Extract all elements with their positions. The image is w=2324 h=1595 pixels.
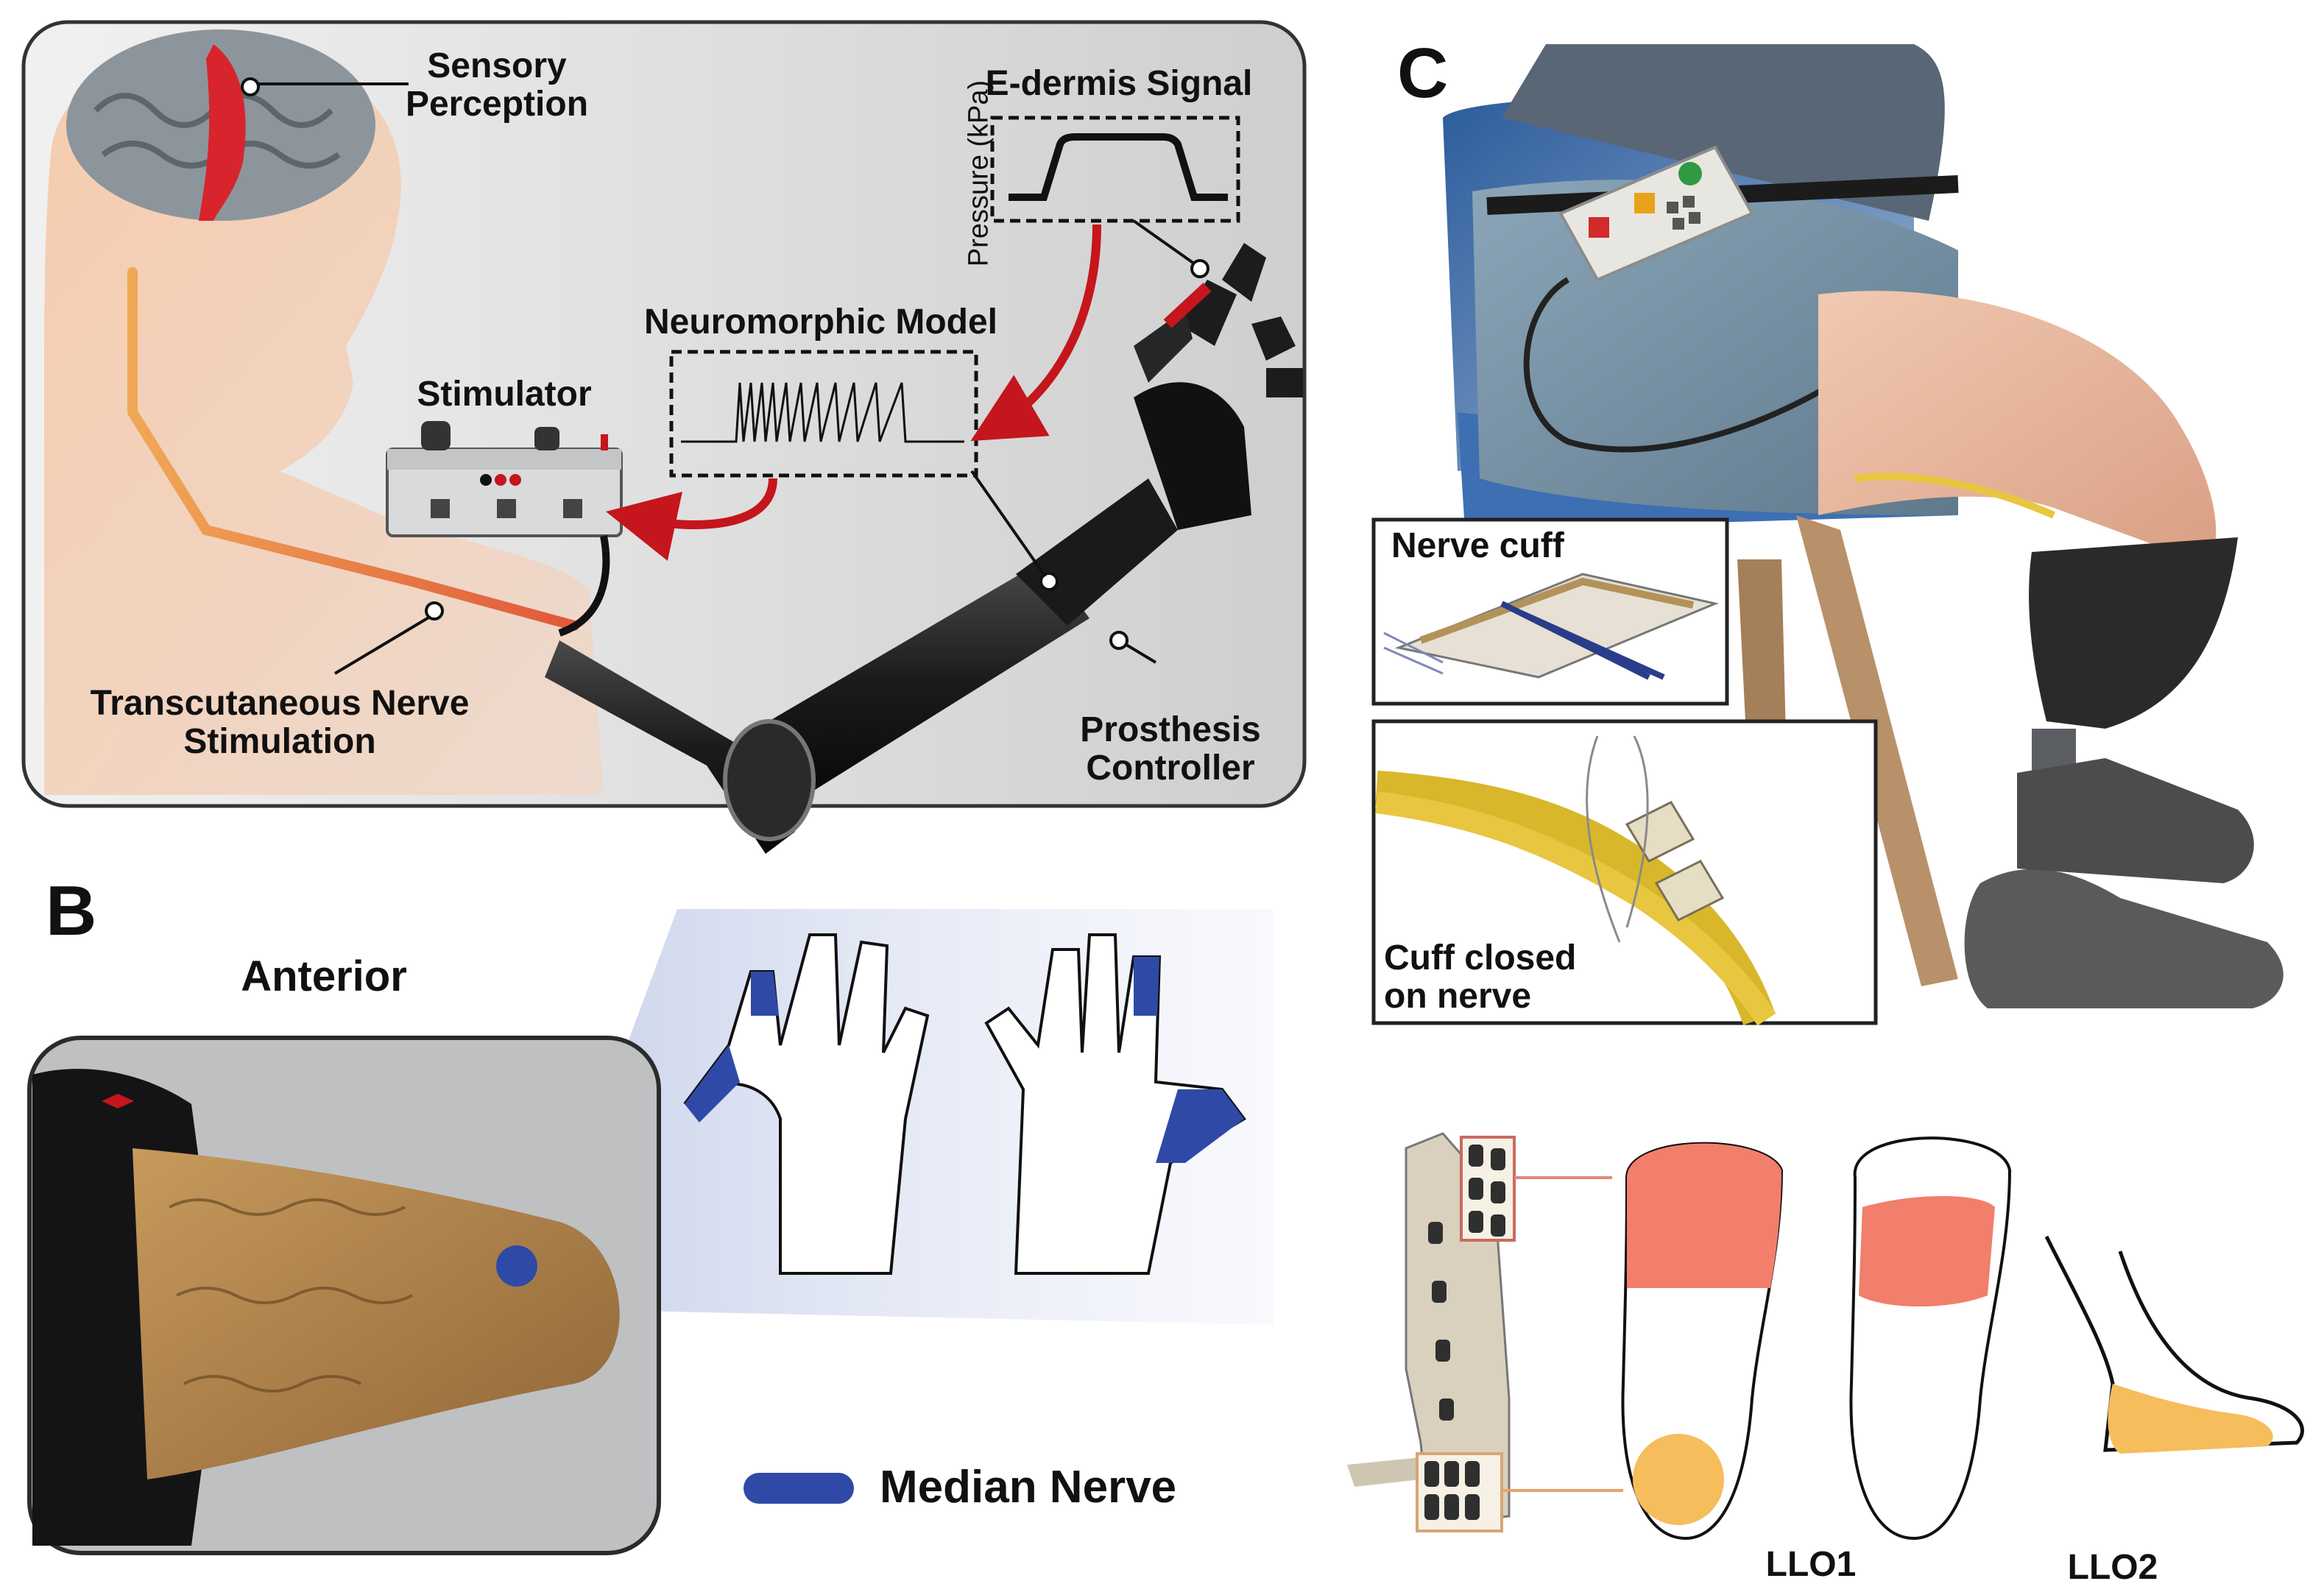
shirt xyxy=(1502,44,1945,221)
shoe-back xyxy=(2017,758,2254,883)
arrow-edermis-to-model xyxy=(970,224,1101,442)
label-anterior: Anterior xyxy=(241,952,407,1000)
label-nerve-cuff: Nerve cuff xyxy=(1391,526,1564,565)
brain-icon xyxy=(66,29,375,221)
label-stimulator: Stimulator xyxy=(417,375,592,414)
stimulator-device xyxy=(386,421,623,637)
label-neuromorphic-model: Neuromorphic Model xyxy=(643,303,998,342)
nerve-cuff-device xyxy=(1383,573,1719,680)
foot-llo2-side xyxy=(2044,1235,2304,1454)
label-prosthesis-controller: Prosthesis Controller xyxy=(1080,710,1261,788)
residual-limb xyxy=(133,1148,620,1479)
legend-median-swatch xyxy=(744,1473,854,1504)
label-sensory-perception: Sensory Perception xyxy=(405,46,589,124)
label-tens: Transcutaneous Nerve Stimulation xyxy=(90,684,470,761)
foot-llo1 xyxy=(1621,1142,1784,1541)
label-edermis-signal: E-dermis Signal xyxy=(985,64,1253,103)
cuff-closed-nerve xyxy=(1375,735,1776,1026)
edermis-trace xyxy=(1009,133,1228,201)
label-cuff-closed: Cuff closed on nerve xyxy=(1384,938,1577,1016)
control-box xyxy=(1523,145,1879,453)
nerve-path xyxy=(127,267,579,631)
panel-letter-c: C xyxy=(1397,34,1449,113)
spike-train xyxy=(681,382,964,443)
edermis-box xyxy=(990,116,1240,223)
panel-letter-b: B xyxy=(46,871,97,950)
median-nerve-site xyxy=(496,1245,537,1287)
prosthetic-socket xyxy=(2029,537,2238,729)
foot-llo2-sole xyxy=(1849,1136,2012,1541)
thigh xyxy=(1818,291,2217,562)
shoe-front xyxy=(1964,869,2284,1008)
label-llo2: LLO2 xyxy=(2067,1548,2158,1587)
prosthetic-arm xyxy=(545,243,1303,854)
insole-sensor xyxy=(1347,1132,1516,1532)
legend-median-nerve: Median Nerve xyxy=(880,1462,1177,1513)
arrow-model-to-stimulator xyxy=(606,478,777,561)
label-llo1: LLO1 xyxy=(1765,1545,1857,1584)
human-figure xyxy=(44,48,604,795)
